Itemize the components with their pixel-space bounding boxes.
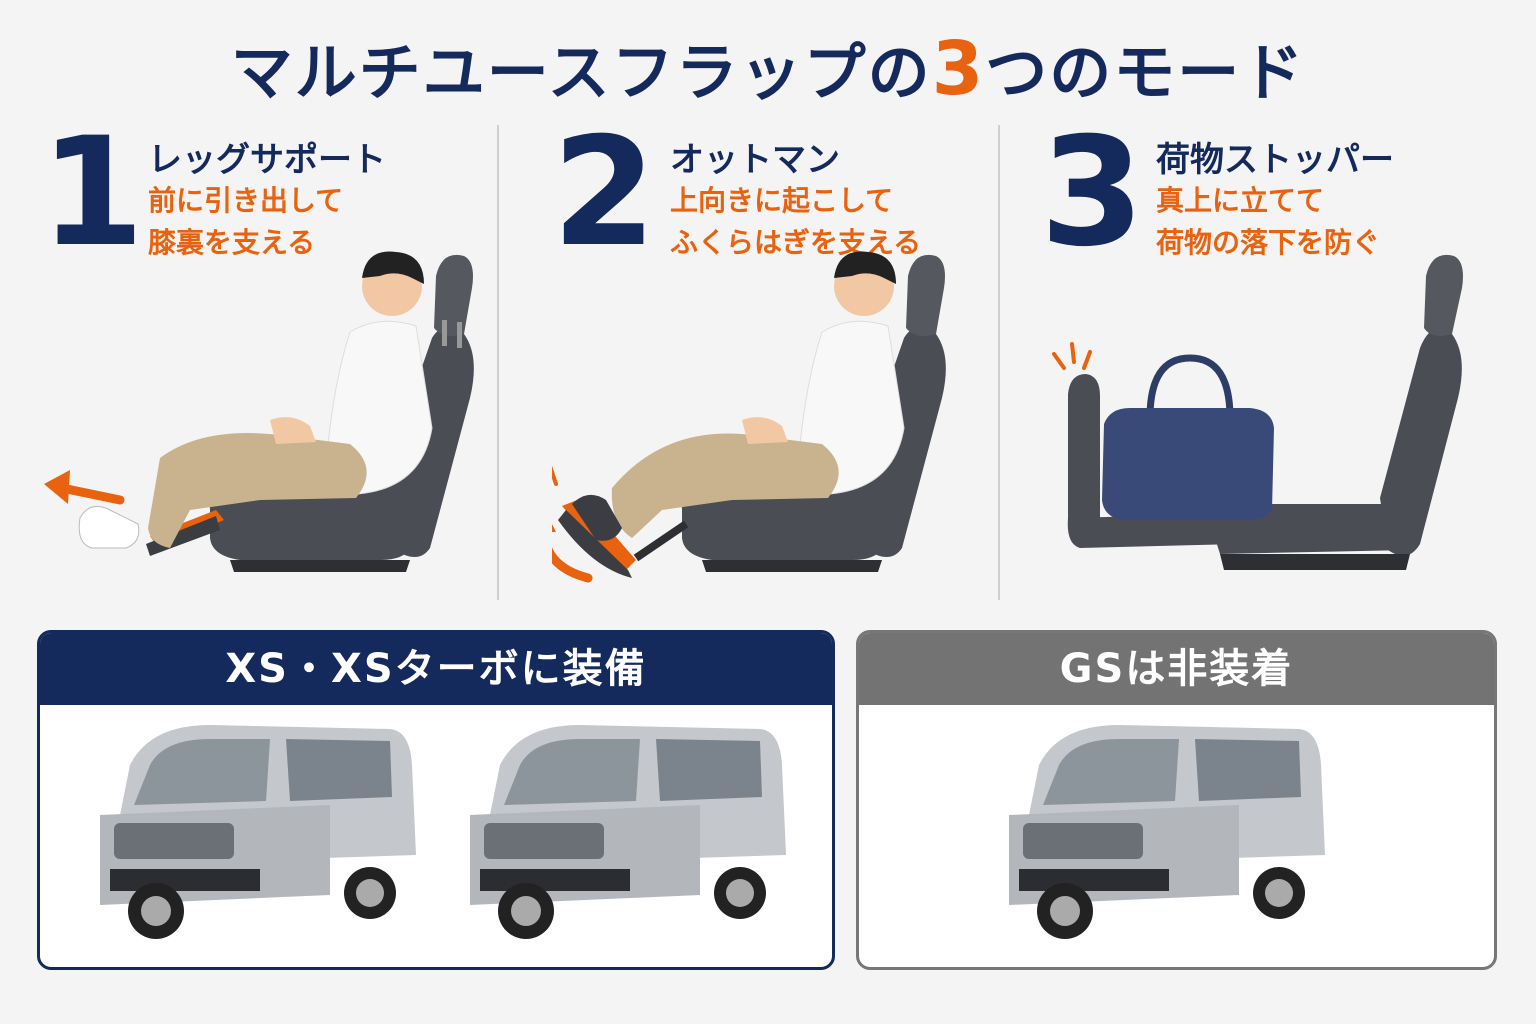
mode-1: 1 レッグサポート 前に引き出して 膝裏を支える — [40, 118, 540, 608]
mode-name: オットマン — [670, 140, 840, 180]
car-illustration — [470, 725, 786, 939]
mode-desc-line: 上向きに起こして — [670, 184, 894, 217]
bag-illustration — [1102, 354, 1274, 520]
arrow-icon — [44, 470, 125, 505]
mode-number: 2 — [552, 106, 657, 280]
mode-description: 上向きに起こして ふくらはぎを支える — [670, 180, 921, 264]
mode-name: 荷物ストッパー — [1156, 140, 1394, 180]
car-illustration — [100, 725, 416, 939]
not-equipped-panel-title: GSは非装着 — [859, 633, 1494, 705]
page-title: マルチユースフラップの3つのモード — [0, 22, 1536, 112]
mode-number: 1 — [40, 106, 145, 280]
mode-name: レッグサポート — [148, 140, 386, 180]
ottoman-illustration — [552, 251, 946, 583]
title-prefix: マルチユースフラップの — [230, 36, 932, 109]
mode-desc-line: 真上に立てて — [1156, 184, 1325, 217]
person-illustration — [572, 251, 905, 541]
divider — [497, 125, 499, 600]
mode-desc-line: 膝裏を支える — [148, 226, 316, 259]
title-accent-number: 3 — [931, 26, 986, 112]
luggage-stopper-illustration — [1052, 254, 1463, 570]
divider — [998, 125, 1000, 600]
leg-support-illustration — [44, 251, 474, 572]
title-suffix: つのモード — [985, 36, 1306, 109]
equipped-panel-title: XS・XSターボに装備 — [40, 633, 832, 705]
mode-2: 2 オットマン 上向きに起こして ふくらはぎを支える — [552, 118, 1052, 608]
mode-number: 3 — [1040, 106, 1145, 280]
curved-arrow-icon — [552, 547, 593, 583]
motion-lines-icon — [552, 465, 558, 486]
mode-description: 真上に立てて 荷物の落下を防ぐ — [1156, 180, 1380, 264]
person-illustration — [78, 251, 433, 549]
mode-desc-line: 荷物の落下を防ぐ — [1156, 226, 1381, 259]
mode-description: 前に引き出して 膝裏を支える — [148, 180, 343, 264]
not-equipped-panel: GSは非装着 — [856, 630, 1497, 970]
motion-lines-icon — [1052, 342, 1092, 370]
mode-3: 3 荷物ストッパー 真上に立てて 荷物の落下を防ぐ — [1040, 118, 1536, 608]
equipped-panel: XS・XSターボに装備 — [37, 630, 835, 970]
mode-desc-line: ふくらはぎを支える — [670, 226, 922, 259]
mode-desc-line: 前に引き出して — [148, 184, 344, 217]
car-illustration — [1009, 725, 1325, 939]
